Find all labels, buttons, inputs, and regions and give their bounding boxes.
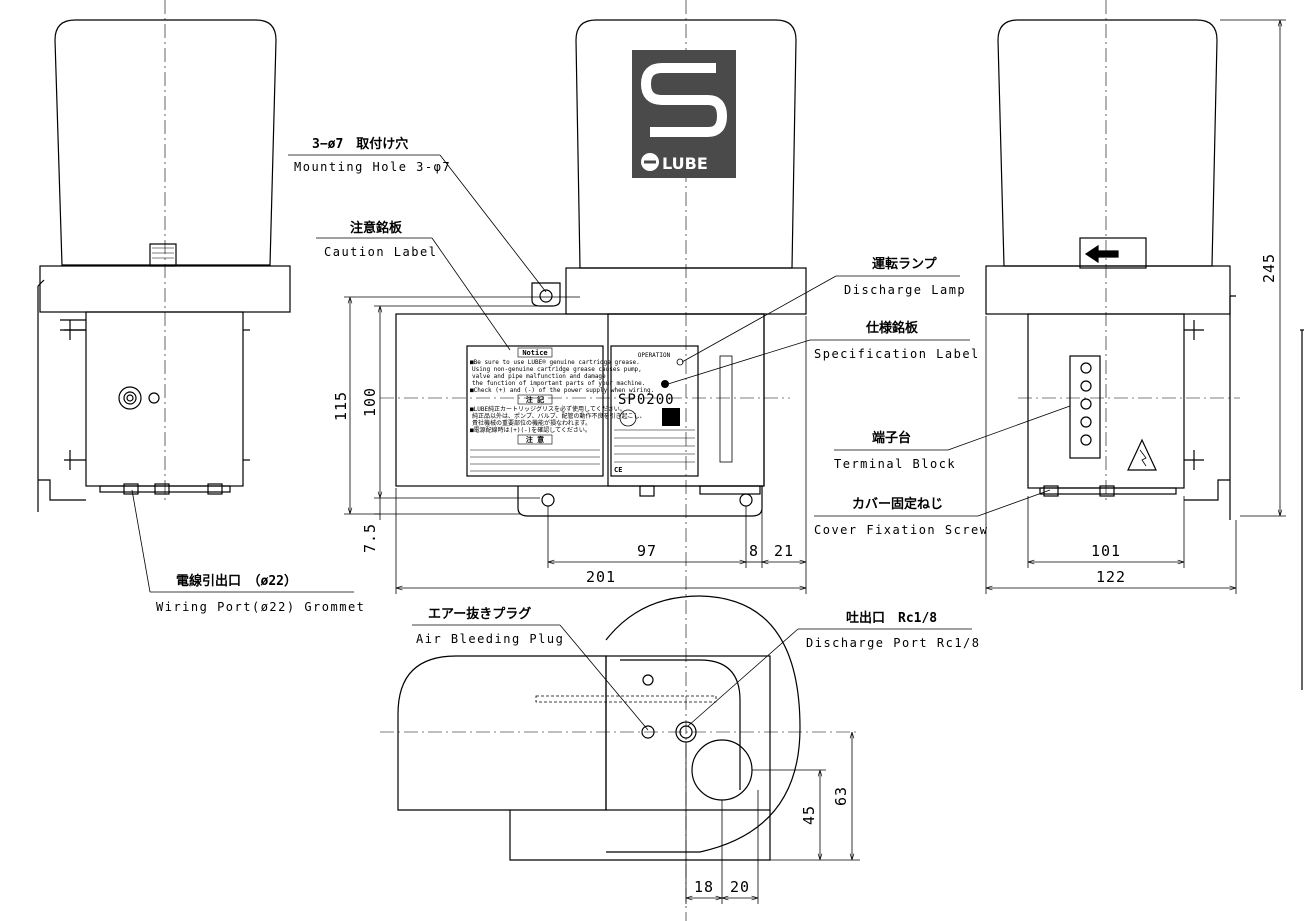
spec-dot-icon — [661, 380, 669, 388]
qr-code-icon — [662, 408, 680, 426]
caution-line-6: ■LUBE純正カートリッジグリスを必ず使用してください。 — [470, 405, 626, 413]
callout-terminal-block-en: Terminal Block — [834, 457, 956, 471]
callout-air-bleeding-jp: エアー抜きプラグ — [428, 606, 531, 622]
callout-discharge-port-jp: 吐出口 Rc1/8 — [846, 610, 937, 626]
dim-8: 8 — [749, 542, 759, 560]
right-side-view — [985, 0, 1240, 520]
dim-45: 45 — [800, 805, 818, 825]
caution-line-5: ■Check (+) and (-) of the power supply w… — [470, 387, 654, 394]
attention-heading-jp: 注 記 — [526, 395, 544, 404]
warning-electric-icon — [1127, 438, 1157, 471]
ce-mark: CE — [614, 466, 622, 474]
dim-18: 18 — [694, 878, 714, 896]
callout-mounting-hole-jp: 3−ø7 取付け穴 — [312, 136, 408, 152]
seal-icon — [619, 409, 637, 427]
dimension-lines — [344, 19, 1286, 904]
dim-101: 101 — [1091, 542, 1121, 560]
caution-line-9: ■電源配線時は(+)(-)を確認してください。 — [470, 426, 591, 434]
lamp-icon — [676, 358, 684, 366]
dim-7-5: 7.5 — [361, 523, 379, 553]
callout-caution-label-jp: 注意銘板 — [350, 220, 403, 236]
callout-discharge-lamp-jp: 運転ランプ — [872, 256, 938, 272]
logo-brand-text: LUBE — [662, 154, 708, 173]
callout-discharge-lamp-en: Discharge Lamp — [844, 283, 966, 297]
caution-line-8: 貴社機械の重要部位の機能が損なわれます。 — [472, 419, 591, 427]
callout-cover-screw-en: Cover Fixation Screw — [814, 523, 989, 537]
dim-97: 97 — [637, 542, 657, 560]
callout-air-bleeding-en: Air Bleeding Plug — [416, 632, 564, 646]
caution-line-7: 純正品以外は、ポンプ、バルブ、配管の動作不良を引き起こし、 — [472, 412, 645, 420]
model-text: SP0200 — [618, 392, 675, 408]
leader-lines — [131, 154, 1071, 731]
caution-line-2: Using non-genuine cartridge grease cause… — [472, 366, 642, 373]
callout-spec-label-jp: 仕様銘板 — [865, 320, 919, 336]
dim-122: 122 — [1096, 568, 1126, 586]
dim-115: 115 — [332, 391, 350, 421]
caution-line-1: ■Be sure to use LUBE® genuine cartridge … — [470, 359, 640, 366]
left-side-view — [37, 0, 291, 512]
caution-plate: Notice ■Be sure to use LUBE® genuine car… — [466, 345, 654, 477]
dim-245: 245 — [1260, 253, 1278, 283]
lube-logo: LUBE — [632, 50, 736, 178]
dim-201: 201 — [586, 568, 616, 586]
notice-heading: Notice — [522, 349, 547, 357]
dim-20: 20 — [730, 878, 750, 896]
dim-63: 63 — [832, 786, 850, 806]
spec-plate: OPERATION SP0200 CE — [610, 345, 699, 477]
callout-discharge-port-en: Discharge Port Rc1/8 — [806, 636, 981, 650]
callout-spec-label-en: Specification Label — [814, 347, 980, 361]
callout-terminal-block-jp: 端子台 — [872, 430, 911, 446]
callout-wiring-port-en: Wiring Port(ø22) Grommet — [156, 600, 365, 614]
caution-line-3: valve and pipe malfunction and damage — [472, 373, 606, 380]
callout-mounting-hole-en: Mounting Hole 3-φ7 — [294, 160, 451, 174]
dim-21: 21 — [774, 542, 794, 560]
front-view — [380, 0, 807, 921]
callout-cover-screw-jp: カバー固定ねじ — [852, 496, 943, 512]
caution-line-4: the function of important parts of your … — [472, 380, 645, 387]
operation-text: OPERATION — [638, 352, 671, 359]
warning-heading-jp: 注 意 — [526, 435, 544, 444]
callout-caution-label-en: Caution Label — [324, 245, 437, 259]
dim-100: 100 — [361, 387, 379, 417]
callout-wiring-port-jp: 電線引出口 （ø22） — [176, 573, 297, 589]
